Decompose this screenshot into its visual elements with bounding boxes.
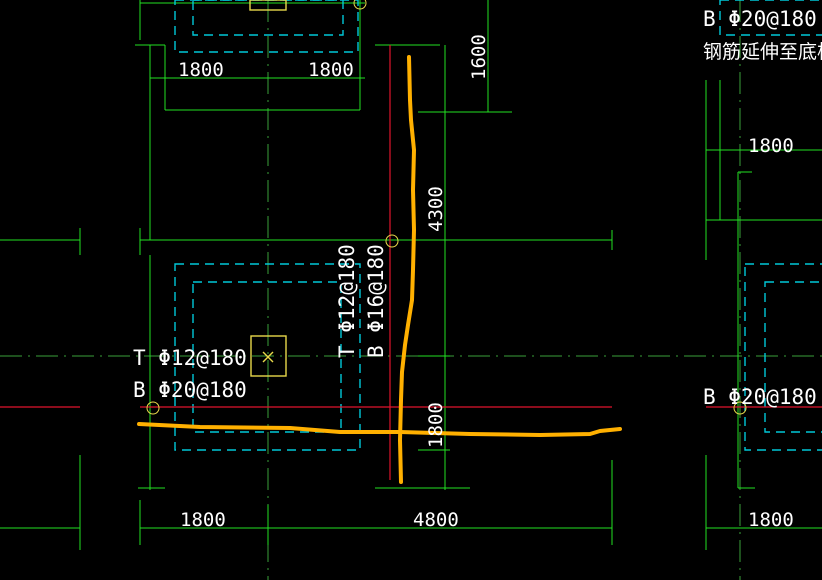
red-lines xyxy=(0,45,822,480)
dim-vertical-mid: 4300 xyxy=(425,186,447,232)
dimension-lines xyxy=(0,0,822,550)
dim-top-right: 1800 xyxy=(308,59,354,81)
rebar-left-top: T Φ12@180 xyxy=(133,346,247,370)
rebar-note-right: 钢筋延伸至底板或 xyxy=(703,41,822,63)
dim-right-top: 1800 xyxy=(748,135,794,157)
axis-bubble xyxy=(353,0,367,10)
pad-outlines xyxy=(174,0,822,451)
dim-vertical-low: 1800 xyxy=(425,402,447,448)
axis-bubble xyxy=(146,401,160,415)
rebar-right-lower: B Φ20@180 xyxy=(703,385,817,409)
rebar-center-bottom: B Φ16@180 xyxy=(364,244,388,358)
rebar-center-top: T Φ12@180 xyxy=(335,244,359,358)
rebar-right-upper: B Φ20@180 xyxy=(703,7,817,31)
highlight-marks xyxy=(137,55,622,484)
axis-bubble xyxy=(733,401,747,415)
axis-bubble xyxy=(385,234,399,248)
dim-bottom-left: 1800 xyxy=(180,509,226,531)
dim-bottom-right: 1800 xyxy=(748,509,794,531)
dim-bottom-mid: 4800 xyxy=(413,509,459,531)
rebar-labels: T Φ12@180 B Φ20@180 T Φ12@180 B Φ16@180 … xyxy=(133,7,822,409)
dim-top-left: 1800 xyxy=(178,59,224,81)
column-box xyxy=(250,335,287,377)
dim-vertical-top: 1600 xyxy=(468,34,490,80)
dimension-labels: 1800 1800 1600 4300 1800 1800 1800 4800 … xyxy=(178,34,794,531)
rebar-left-bottom: B Φ20@180 xyxy=(133,378,247,402)
column-markers xyxy=(146,0,747,415)
